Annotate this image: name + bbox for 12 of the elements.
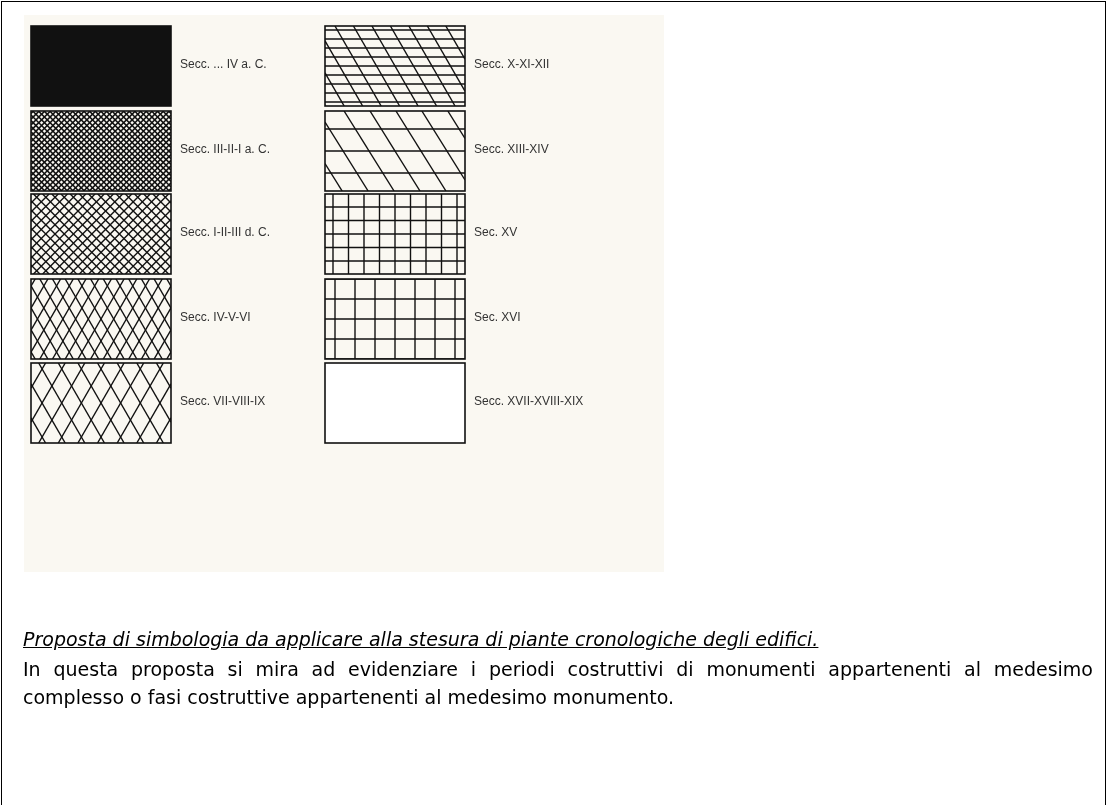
legend-label: Secc. XVII-XVIII-XIX (474, 394, 584, 408)
legend-label: Secc. III-II-I a. C. (180, 142, 271, 156)
legend-label: Sec. XVI (474, 310, 521, 324)
legend-label: Secc. I-II-III d. C. (180, 225, 271, 239)
legend-label: Secc. IV-V-VI (180, 310, 251, 324)
caption-text: In questa proposta si mira ad evidenziare i periodi costruttivi di monumenti appartenenti al medesimo complesso o fasi costruttive appartenenti al medesimo monumento. (23, 657, 1093, 710)
legend-label: Secc. ... IV a. C. (180, 57, 267, 71)
legend-label: Secc. XIII-XIV (474, 142, 549, 156)
caption-heading: Proposta di simbologia da applicare alla stesura di piante cronologiche degli edifici. (23, 628, 819, 650)
legend-label: Secc. X-XI-XII (474, 57, 550, 71)
legend-label: Sec. XV (474, 225, 518, 239)
legend-label: Secc. VII-VIII-IX (180, 394, 266, 408)
